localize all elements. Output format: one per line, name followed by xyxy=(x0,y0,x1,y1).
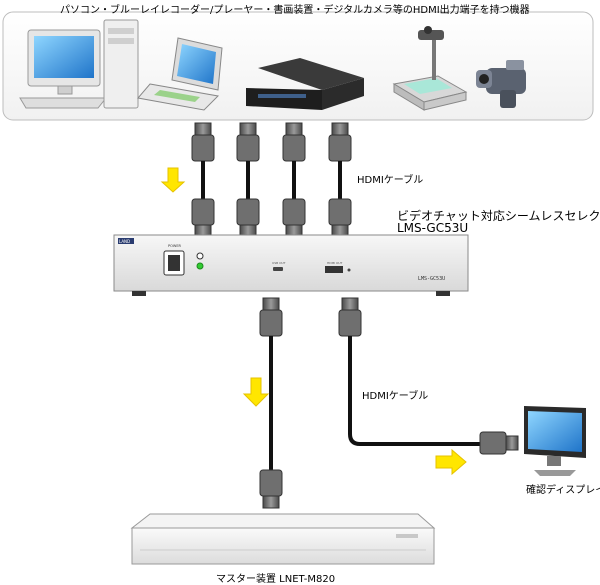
hdmi-cable-label-bottom: HDMIケーブル xyxy=(362,391,429,402)
down-arrow-icon xyxy=(160,167,186,193)
hdmi-cable-to-display xyxy=(338,297,519,455)
status-led xyxy=(196,262,204,270)
hdmi-port-label: HDMI OUT xyxy=(327,261,343,265)
bluray-recorder-icon xyxy=(246,58,364,110)
brand-logo: LAND xyxy=(119,239,130,244)
selector-title: ビデオチャット対応シームレスセレクター xyxy=(397,209,600,223)
usb-port-label: USB OUT xyxy=(272,261,286,265)
desktop-pc-icon xyxy=(19,19,139,109)
master-device-label: マスター装置 LNET-M820 xyxy=(216,574,336,585)
usb-port xyxy=(273,267,283,271)
master-device xyxy=(130,513,436,565)
power-icon xyxy=(196,252,204,260)
source-devices-caption: パソコン・ブルーレイレコーダー/プレーヤー・書画装置・デジタルカメラ等のHDMI… xyxy=(60,5,530,16)
front-model-label: LMS-GC53U xyxy=(418,276,445,282)
selector-device: LAND POWER USB OUT HDMI OUT LMS-GC53U xyxy=(113,234,469,296)
document-camera-icon xyxy=(392,26,468,111)
selector-model: LMS-GC53U xyxy=(397,221,469,235)
laptop-icon xyxy=(137,37,223,111)
hdmi-cable-label-top: HDMIケーブル xyxy=(357,175,424,186)
hdmi-port xyxy=(325,266,343,273)
down-arrow-icon-2 xyxy=(242,377,270,407)
hdmi-cable-to-master xyxy=(259,297,283,509)
display-label: 確認ディスプレイ xyxy=(526,485,600,496)
monitor-icon xyxy=(524,406,586,476)
right-arrow-icon xyxy=(435,448,467,476)
power-label: POWER xyxy=(168,244,182,248)
hdmi-cable-set xyxy=(191,122,352,236)
camcorder-icon xyxy=(476,60,526,108)
